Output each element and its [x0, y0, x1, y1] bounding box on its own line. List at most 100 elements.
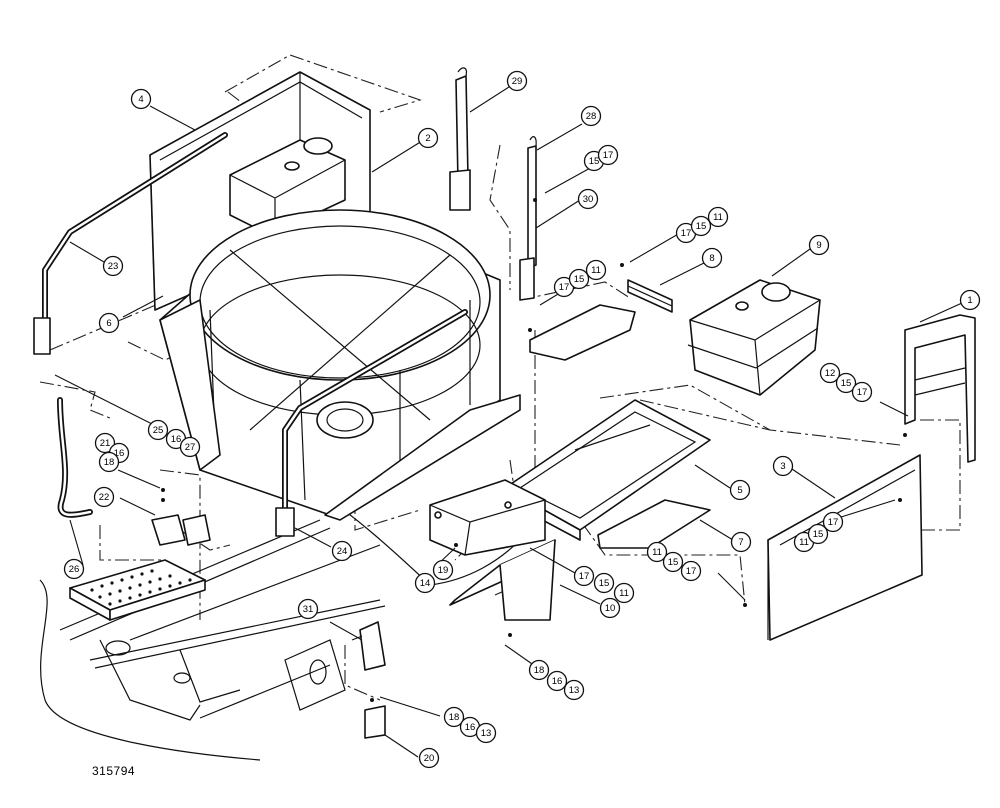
callout-circle: [93, 486, 115, 508]
callout-label: 17: [559, 282, 570, 293]
rack-1: [904, 314, 976, 463]
callout-c13b: 13: [475, 722, 497, 744]
callout-circle: [506, 70, 528, 92]
callout-c15f: 15: [662, 551, 684, 573]
callout-c24: 24: [331, 540, 353, 562]
bracket-20: [364, 705, 386, 739]
callout-c4: 4: [130, 88, 152, 110]
callout-circle: [418, 747, 440, 769]
bracket-8: [627, 279, 673, 313]
callout-c2: 2: [417, 127, 439, 149]
callout-circle: [331, 540, 353, 562]
callout-c9: 9: [808, 234, 830, 256]
callout-circle: [98, 451, 120, 473]
callout-circle: [585, 259, 607, 281]
callout-c19: 19: [432, 559, 454, 581]
callout-c7: 7: [730, 531, 752, 553]
callout-c21: 21: [94, 432, 116, 454]
callout-c17a: 17: [597, 144, 619, 166]
callout-c3: 3: [772, 455, 794, 477]
callout-label: 16: [114, 448, 125, 459]
callout-circle: [707, 206, 729, 228]
callout-label: 20: [424, 753, 435, 764]
callout-circle: [959, 289, 981, 311]
callout-circle: [63, 558, 85, 580]
callout-circle: [729, 479, 751, 501]
callout-label: 17: [686, 566, 697, 577]
callout-c11c: 11: [585, 259, 607, 281]
callout-circle: [851, 381, 873, 403]
callout-circle: [443, 706, 465, 728]
callout-c18a: 18: [98, 451, 120, 473]
callout-label: 15: [589, 156, 600, 167]
step-plate: [69, 559, 206, 621]
callout-circle: [179, 436, 201, 458]
chute-assembly: [429, 479, 546, 556]
callout-label: 16: [171, 434, 182, 445]
callout-label: 22: [99, 492, 110, 503]
callout-c15e: 15: [807, 523, 829, 545]
callout-c31: 31: [297, 598, 319, 620]
callout-c17g: 17: [573, 565, 595, 587]
leader-lines: [54, 86, 963, 758]
callout-label: 17: [681, 228, 692, 239]
callout-circle: [475, 722, 497, 744]
callout-label: 11: [619, 588, 629, 599]
callout-c11f: 11: [646, 541, 668, 563]
rod-30: [519, 136, 537, 301]
callout-circle: [613, 582, 635, 604]
callout-c10: 10: [599, 597, 621, 619]
callout-c11g: 11: [613, 582, 635, 604]
callout-circle: [568, 268, 590, 290]
callout-c8: 8: [701, 247, 723, 269]
callout-label: 23: [108, 261, 119, 272]
callout-label: 27: [185, 442, 196, 453]
callout-label: 10: [605, 603, 616, 614]
panel-3: [767, 454, 923, 641]
callout-label: 24: [337, 546, 348, 557]
callout-c26: 26: [63, 558, 85, 580]
cover-plate: [529, 304, 636, 361]
callout-label: 13: [481, 728, 492, 739]
callout-circle: [94, 432, 116, 454]
callout-label: 18: [104, 457, 115, 468]
callout-label: 31: [303, 604, 314, 615]
callout-label: 18: [449, 712, 460, 723]
callout-label: 13: [569, 685, 580, 696]
callout-c15d: 15: [835, 372, 857, 394]
callout-label: 3: [780, 461, 785, 472]
callout-label: 28: [586, 111, 597, 122]
callout-circle: [102, 255, 124, 277]
callout-label: 26: [69, 564, 80, 575]
callout-label: 9: [816, 240, 821, 251]
callout-c18b: 18: [528, 659, 550, 681]
callout-circle: [701, 247, 723, 269]
callout-c11b: 11: [707, 206, 729, 228]
plate-7: [597, 499, 711, 549]
callout-c12d: 12: [819, 362, 841, 384]
callout-label: 17: [828, 517, 839, 528]
callout-circle: [130, 88, 152, 110]
rail-24: [275, 309, 468, 537]
callout-c15g: 15: [593, 572, 615, 594]
callout-circle: [662, 551, 684, 573]
callout-label: 1: [967, 295, 972, 306]
hardware-bolts: [161, 198, 907, 702]
callout-c28: 28: [580, 105, 602, 127]
callout-circle: [98, 312, 120, 334]
drawing-number: 315794: [92, 764, 136, 778]
callout-label: 12: [825, 368, 836, 379]
callout-c17f: 17: [680, 560, 702, 582]
callout-label: 6: [106, 318, 111, 329]
callout-circle: [690, 215, 712, 237]
callout-circle: [528, 659, 550, 681]
callout-label: 8: [709, 253, 714, 264]
callout-circle: [597, 144, 619, 166]
callout-circle: [563, 679, 585, 701]
callout-circle: [577, 188, 599, 210]
callout-label: 2: [425, 133, 430, 144]
callout-label: 7: [738, 537, 743, 548]
callout-label: 15: [696, 221, 707, 232]
callout-circle: [680, 560, 702, 582]
bracket-31: [351, 621, 386, 671]
